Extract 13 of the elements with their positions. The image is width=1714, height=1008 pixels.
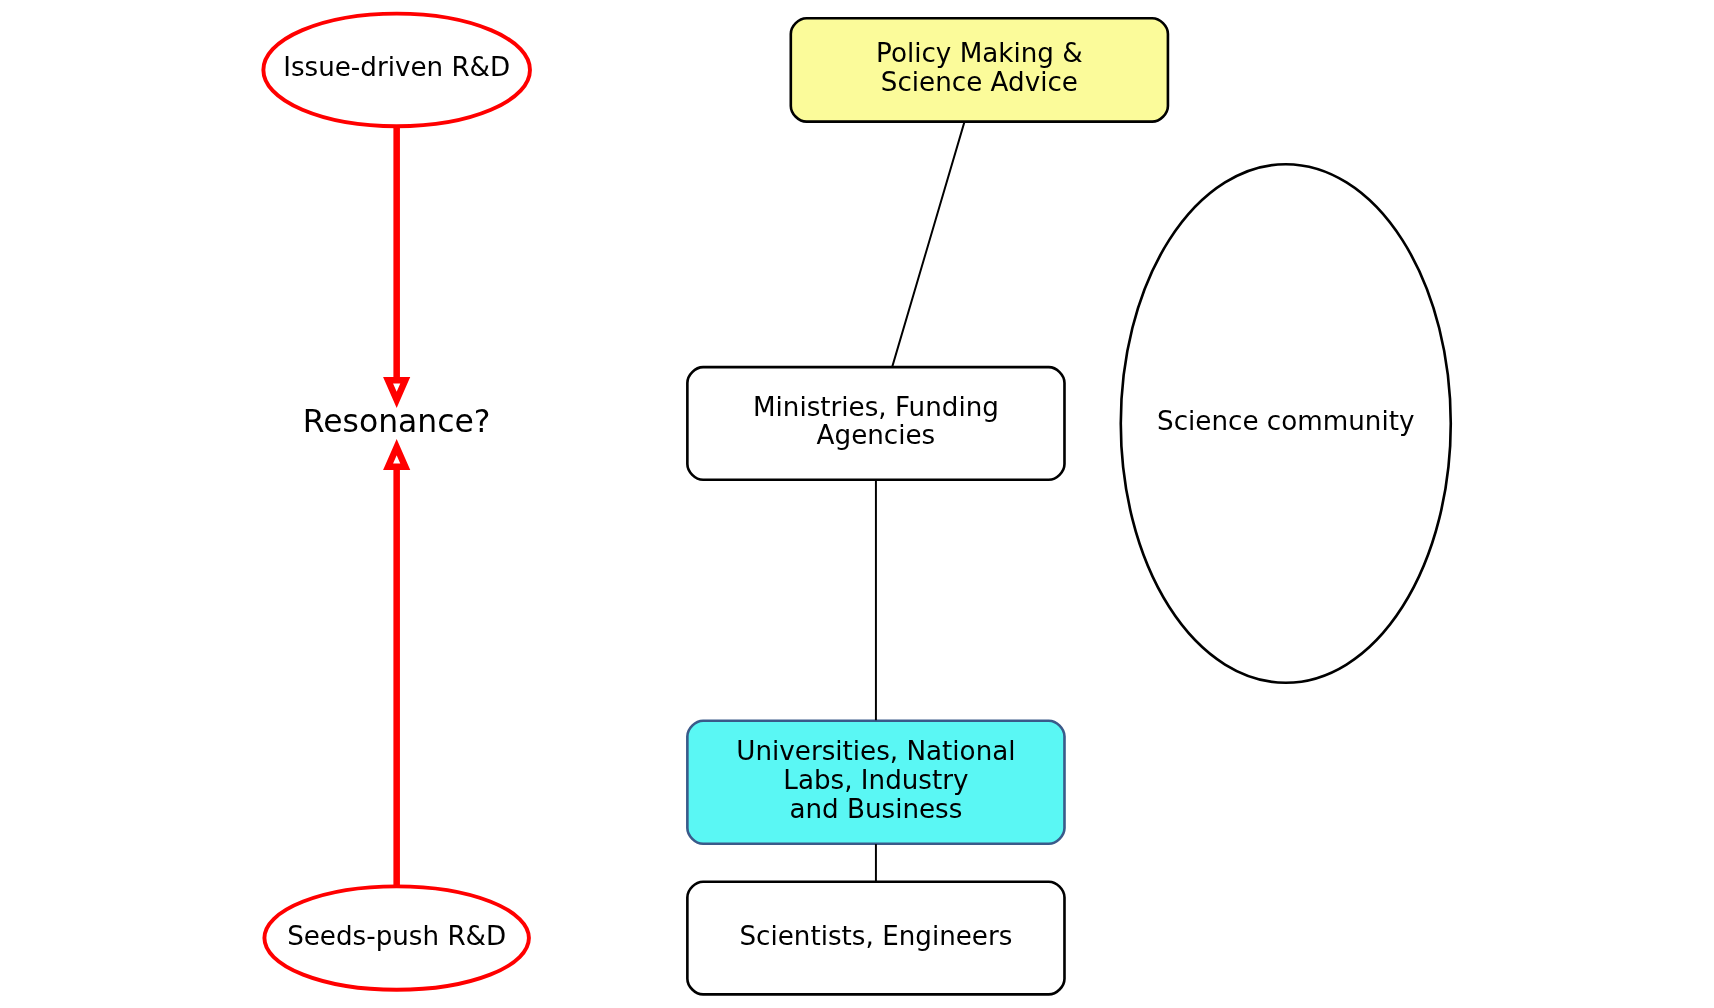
connector: [874, 843, 877, 883]
node-ellipse: Seeds-push R&D: [262, 884, 531, 992]
node-ellipse: Science community: [1119, 162, 1453, 685]
connector: [891, 120, 966, 368]
arrow: [383, 126, 411, 409]
node-ellipse: Issue-driven R&D: [261, 11, 532, 129]
node-box: Ministries, Funding Agencies: [686, 365, 1066, 482]
arrow: [383, 438, 411, 887]
node-box: Scientists, Engineers: [686, 880, 1066, 996]
connector: [874, 479, 877, 722]
node-box: Universities, National Labs, Industry and Business: [686, 719, 1066, 846]
node-text: Resonance?: [302, 402, 491, 439]
node-box: Policy Making & Science Advice: [789, 16, 1170, 123]
